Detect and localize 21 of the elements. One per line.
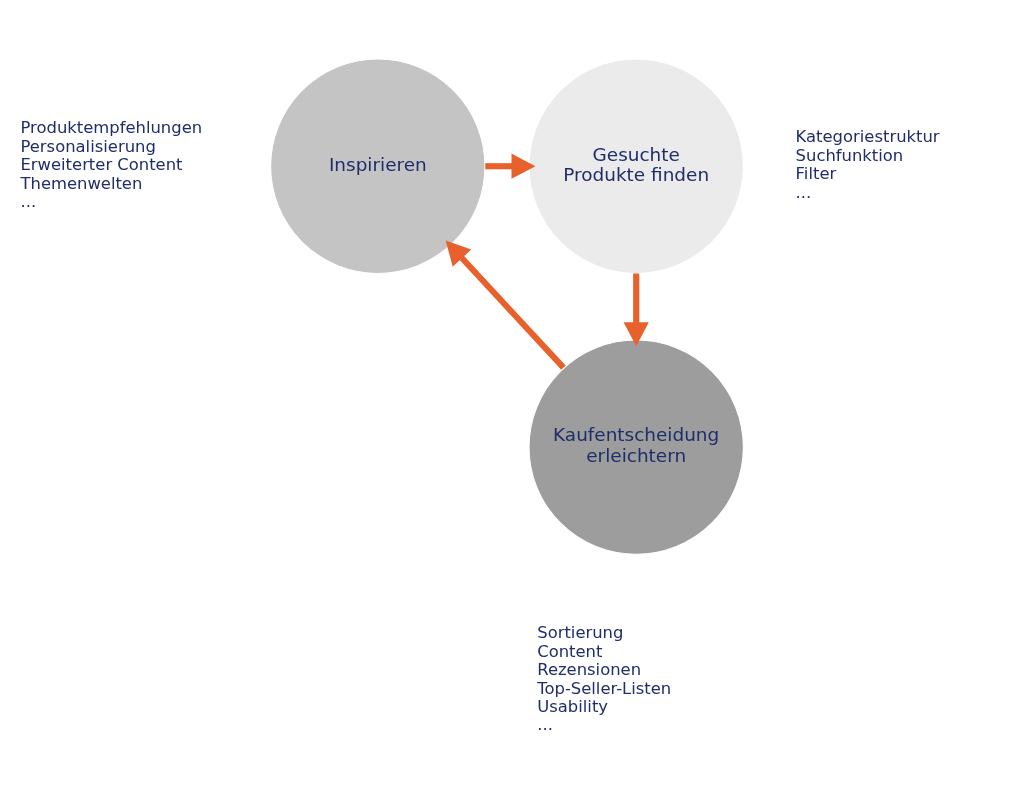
arrow — [623, 273, 649, 346]
node-label: Filter — [795, 163, 837, 183]
arrow — [445, 240, 566, 370]
node-circle: Kaufentscheidung erleichtern — [528, 339, 744, 555]
node-label: ... — [20, 191, 37, 211]
node-label: Personalisierung — [20, 136, 156, 156]
node-label: Rezensionen — [537, 659, 642, 679]
arrow — [485, 153, 536, 179]
node-label: Themenwelten — [20, 173, 143, 193]
node-label: Erweiterter Content — [20, 154, 183, 174]
node-circle: Gesuchte Produkte finden — [528, 58, 744, 274]
node-label: Kategoriestruktur — [795, 126, 940, 146]
node-label: Usability — [537, 696, 609, 716]
node-label: Top-Seller-Listen — [537, 678, 672, 698]
node-label: ... — [795, 182, 812, 202]
node-label: Sortierung — [537, 622, 624, 642]
node-label: Suchfunktion — [795, 145, 904, 165]
node-label: Produktempfehlungen — [20, 117, 203, 137]
node-label: Content — [537, 641, 603, 661]
node-label: ... — [537, 714, 553, 734]
node-circle: Inspirieren — [270, 58, 486, 274]
